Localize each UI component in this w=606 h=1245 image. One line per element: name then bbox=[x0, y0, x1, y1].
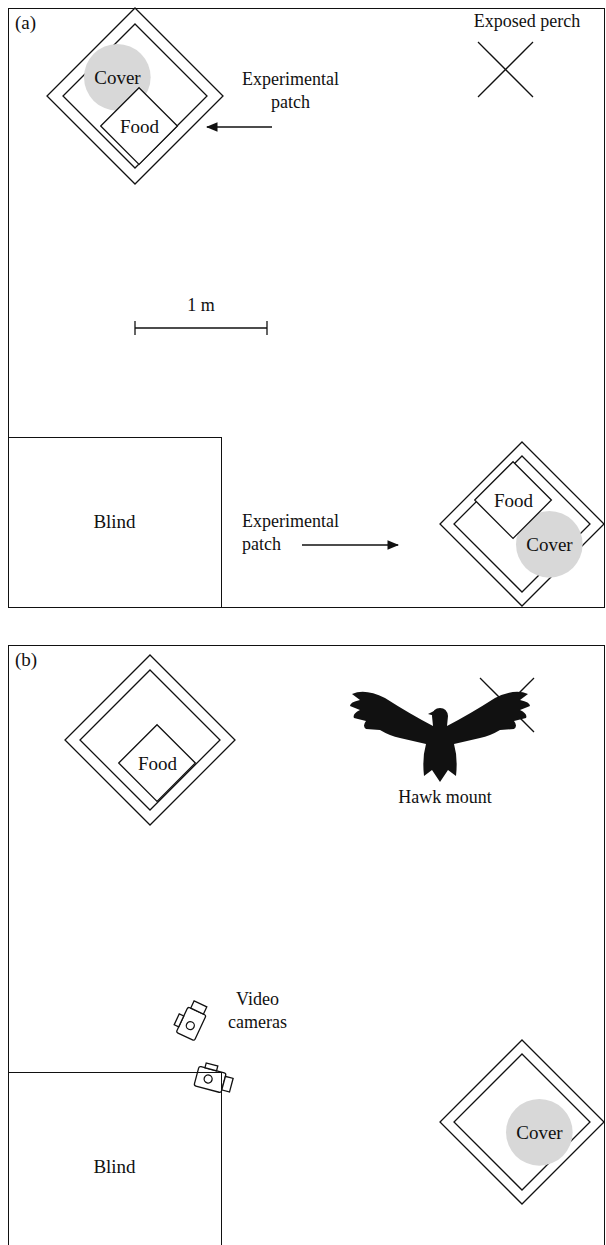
perch-symbols bbox=[478, 42, 534, 732]
camera-top bbox=[174, 1014, 184, 1027]
hawk-label: Hawk mount bbox=[385, 786, 505, 809]
blind-box: Blind bbox=[8, 1072, 222, 1245]
perch-stroke bbox=[478, 42, 533, 97]
patch-inner bbox=[454, 1054, 590, 1190]
node-label: Cover bbox=[514, 1122, 564, 1144]
patch-inner bbox=[454, 456, 590, 592]
food-square: Food bbox=[474, 461, 552, 539]
node-label: Cover bbox=[524, 534, 574, 556]
cover-circle: Cover bbox=[506, 1099, 573, 1166]
blind-box: Blind bbox=[8, 437, 222, 608]
node-label: Food bbox=[118, 116, 161, 138]
camera-label: Video cameras bbox=[215, 988, 300, 1033]
patch-label: Experimental patch bbox=[228, 68, 353, 113]
hawk-half bbox=[350, 692, 440, 782]
patch-label: Experimental patch bbox=[242, 510, 367, 555]
camera-dial bbox=[203, 1074, 213, 1084]
scale-tick bbox=[134, 321, 135, 335]
cover-disc bbox=[506, 1099, 573, 1166]
patch-outlines bbox=[47, 8, 604, 1204]
cover-disc bbox=[516, 511, 583, 578]
scale-tick bbox=[266, 321, 267, 335]
patch-inner bbox=[80, 670, 220, 810]
food-diamond bbox=[119, 725, 196, 802]
panel-frame: FoodBlind Cover (b) bbox=[8, 645, 605, 1245]
food-diamond bbox=[101, 88, 178, 165]
patch-outer bbox=[65, 655, 235, 825]
hawk-mount bbox=[350, 692, 530, 782]
scale-label: 1 m bbox=[171, 294, 231, 317]
video-cameras bbox=[172, 998, 236, 1095]
camera bbox=[194, 1061, 235, 1094]
node-label: Blind bbox=[93, 1156, 135, 1178]
patch-outer bbox=[47, 8, 223, 184]
camera bbox=[172, 998, 210, 1041]
panel-letter: (b) bbox=[15, 649, 37, 670]
patch-inner bbox=[63, 24, 207, 168]
camera-lens bbox=[191, 1001, 207, 1014]
food-square: Food bbox=[118, 724, 196, 802]
hawk-half bbox=[440, 692, 530, 782]
patch-outer bbox=[440, 1040, 604, 1204]
node-label: Food bbox=[492, 490, 535, 512]
camera-top bbox=[205, 1063, 218, 1071]
node-label: Cover bbox=[92, 67, 142, 89]
hawk-beak bbox=[428, 710, 436, 716]
node-label: Food bbox=[136, 753, 179, 775]
food-square: Food bbox=[100, 87, 178, 165]
camera-dial bbox=[185, 1020, 196, 1031]
patch-outer bbox=[440, 442, 604, 606]
perch-stroke bbox=[478, 42, 533, 97]
scale-line bbox=[135, 327, 267, 328]
panel-letter: (a) bbox=[15, 12, 36, 33]
leader-arrows bbox=[207, 127, 398, 545]
leader-arrow bbox=[302, 544, 398, 545]
camera-lens bbox=[222, 1076, 233, 1092]
perch-label: Exposed perch bbox=[462, 10, 592, 33]
scale-bar bbox=[135, 321, 267, 335]
leader-arrow bbox=[207, 126, 272, 127]
node-label: Blind bbox=[93, 511, 135, 533]
